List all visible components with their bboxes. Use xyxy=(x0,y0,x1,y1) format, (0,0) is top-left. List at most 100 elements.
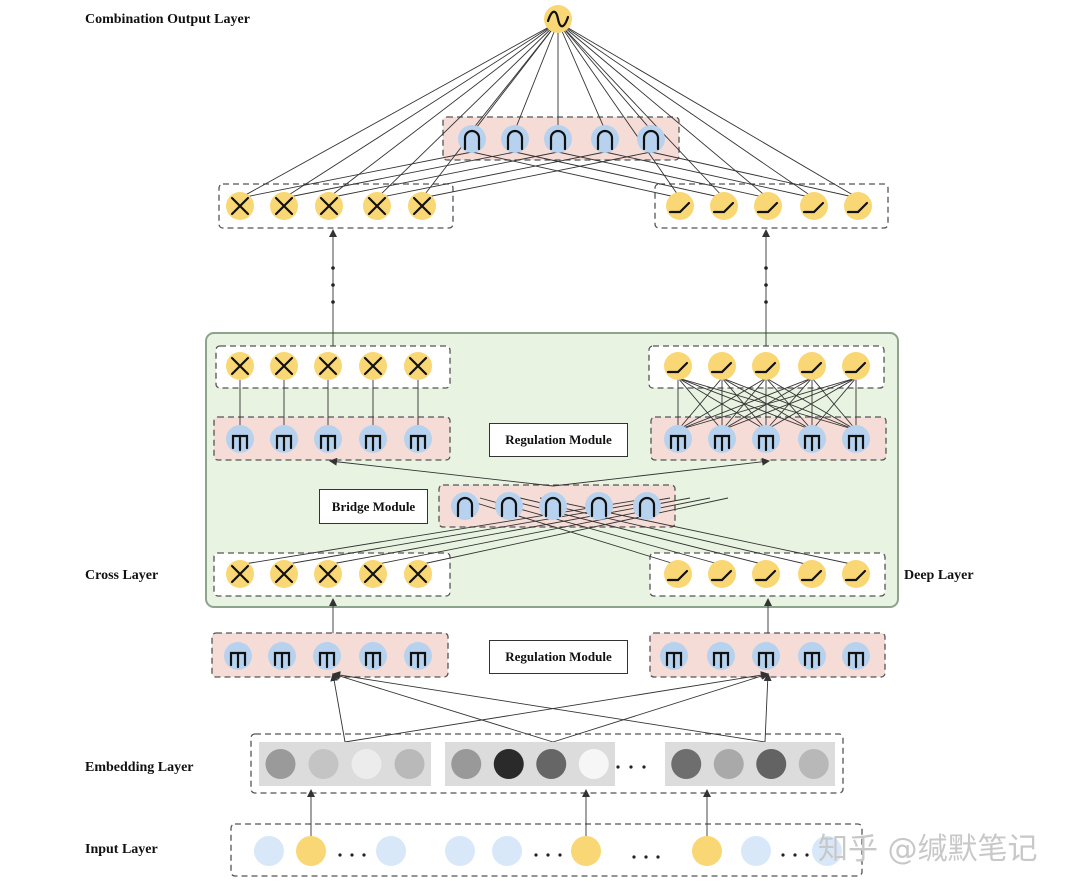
input-node xyxy=(741,836,771,866)
embedding-unit xyxy=(713,749,744,779)
gate-icon xyxy=(270,425,298,453)
connection-line xyxy=(557,21,652,131)
multiply-icon xyxy=(270,560,298,588)
embedding-to-regulation-arrow xyxy=(330,673,346,743)
connection-line xyxy=(557,21,769,199)
connection-line xyxy=(677,377,767,431)
gate-icon xyxy=(752,425,780,453)
connection-line xyxy=(327,151,559,199)
gate-icon xyxy=(798,642,826,670)
gate-icon xyxy=(404,642,432,670)
ellipsis-dot xyxy=(362,853,366,857)
ellipsis-dot xyxy=(764,300,768,304)
ellipsis-dot xyxy=(793,853,797,857)
connection-line xyxy=(421,151,652,199)
gate-icon xyxy=(752,642,780,670)
input-layer-label: Input Layer xyxy=(85,842,158,857)
ellipsis-dot xyxy=(805,853,809,857)
connection-line xyxy=(604,151,815,199)
arch-icon xyxy=(585,492,613,520)
embedding-unit xyxy=(536,749,567,779)
connection-line xyxy=(417,497,729,566)
ellipsis-dot xyxy=(764,266,768,270)
multiply-icon xyxy=(404,352,432,380)
gate-icon xyxy=(359,425,387,453)
gate-icon xyxy=(404,425,432,453)
input-node xyxy=(492,836,522,866)
multiply-icon xyxy=(315,192,343,220)
relu-icon xyxy=(708,560,736,588)
connection-line xyxy=(811,377,857,431)
gate-icon xyxy=(226,425,254,453)
arch-icon xyxy=(451,492,479,520)
ellipsis-dot xyxy=(781,853,785,857)
relu-icon xyxy=(664,560,692,588)
ellipsis-dot xyxy=(558,853,562,857)
relu-icon xyxy=(708,352,736,380)
connection-line xyxy=(239,151,473,199)
ellipsis-dot xyxy=(632,855,636,859)
relu-icon xyxy=(798,352,826,380)
ellipsis-dot xyxy=(656,855,660,859)
relu-icon xyxy=(842,352,870,380)
connection-line xyxy=(721,377,857,431)
embedding-unit xyxy=(265,749,296,779)
gate-icon xyxy=(268,642,296,670)
regulation-module-upper: Regulation Module xyxy=(489,423,628,457)
embedding-group xyxy=(665,742,835,786)
connection-line xyxy=(677,377,857,431)
embedding-unit xyxy=(308,749,339,779)
ellipsis-dot xyxy=(642,765,646,769)
arch-icon xyxy=(458,125,486,153)
relu-icon xyxy=(798,560,826,588)
gate-icon xyxy=(359,642,387,670)
gate-icon xyxy=(664,425,692,453)
arch-icon xyxy=(637,125,665,153)
active-input-node xyxy=(296,836,326,866)
embedding-unit xyxy=(394,749,425,779)
connection-line xyxy=(376,21,559,199)
bridge-module: Bridge Module xyxy=(319,489,428,524)
ellipsis-dot xyxy=(546,853,550,857)
ellipsis-dot xyxy=(616,765,620,769)
gate-icon xyxy=(660,642,688,670)
gate-icon xyxy=(708,425,736,453)
embedding-unit xyxy=(756,749,787,779)
gate-icon xyxy=(842,425,870,453)
active-input-node xyxy=(692,836,722,866)
arch-icon xyxy=(544,125,572,153)
connection-line xyxy=(421,21,559,199)
connection-line xyxy=(283,21,559,199)
regulation-module-lower: Regulation Module xyxy=(489,640,628,674)
watermark: 知乎 @缄默笔记 xyxy=(818,832,1038,867)
gate-icon xyxy=(314,425,342,453)
arch-icon xyxy=(633,492,661,520)
multiply-icon xyxy=(359,560,387,588)
connection-line xyxy=(650,151,859,199)
combination-output-layer-label: Combination Output Layer xyxy=(85,12,250,27)
input-node xyxy=(812,836,842,866)
embedding-to-regulation-arrow xyxy=(344,671,769,743)
ellipsis-dot xyxy=(331,266,335,270)
connection-line xyxy=(519,497,811,566)
embedding-to-regulation-arrow xyxy=(763,673,772,743)
embedding-unit xyxy=(578,749,609,779)
input-node xyxy=(376,836,406,866)
connection-line xyxy=(765,377,857,431)
arch-icon xyxy=(501,125,529,153)
relu-icon xyxy=(842,560,870,588)
connection-line xyxy=(325,497,691,566)
embedding-unit xyxy=(351,749,382,779)
multiply-icon xyxy=(408,192,436,220)
deep-layer-label: Deep Layer xyxy=(904,568,974,583)
multiply-icon xyxy=(314,560,342,588)
multiply-icon xyxy=(270,352,298,380)
relu-icon xyxy=(710,192,738,220)
ellipsis-dot xyxy=(350,853,354,857)
embedding-group xyxy=(445,742,615,786)
connection-line xyxy=(376,151,606,199)
multiply-icon xyxy=(226,192,254,220)
arch-icon xyxy=(495,492,523,520)
cross-layer-label: Cross Layer xyxy=(85,568,159,583)
